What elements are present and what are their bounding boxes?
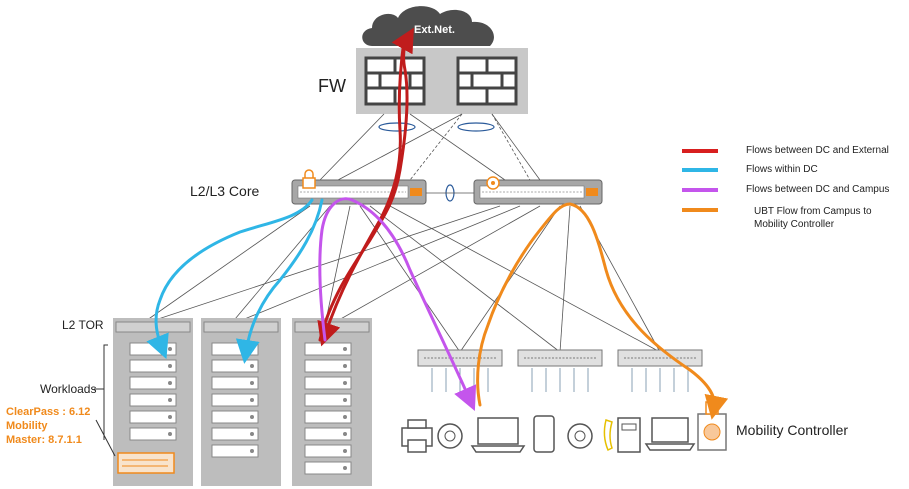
legend-label-3-line-2: Mobility Controller — [754, 219, 835, 230]
rack-3 — [292, 318, 372, 486]
tablet-icon — [533, 415, 555, 453]
core-label: L2/L3 Core — [190, 183, 260, 199]
fw-core-links — [319, 113, 541, 181]
flow-paths — [146, 27, 729, 420]
lock-icon — [486, 176, 500, 190]
access-point-icon — [437, 423, 463, 449]
mobility-controller-icon — [697, 401, 727, 451]
lock-icon — [302, 169, 316, 189]
access-switch-1 — [417, 349, 503, 367]
access-point-icon — [567, 423, 593, 449]
legend — [682, 149, 718, 212]
clearpass-line-1: ClearPass : 6.12 — [6, 406, 91, 418]
phone-handset-icon — [603, 419, 613, 452]
fw-label: FW — [318, 76, 346, 96]
tor-label: L2 TOR — [62, 318, 104, 332]
mobility-controller-label: Mobility Controller — [736, 422, 849, 438]
clearpass-info: ClearPass : 6.12 Mobility Master: 8.7.1.… — [6, 405, 90, 447]
laptop-icon — [470, 417, 526, 453]
rack-1 — [113, 318, 193, 486]
legend-label-3-line-1: UBT Flow from Campus to — [754, 206, 872, 217]
workloads-label: Workloads — [40, 382, 97, 396]
clearpass-line-2: Mobility — [6, 420, 48, 432]
firewall-brick-left-icon — [364, 56, 426, 106]
workloads-bracket — [94, 344, 116, 457]
firewall-brick-right-icon — [456, 56, 518, 106]
desk-phone-icon — [617, 417, 641, 453]
firewall — [356, 48, 528, 114]
legend-label-0: Flows between DC and External — [746, 145, 889, 156]
clearpass-server-icon — [117, 452, 175, 474]
access-switch-3 — [617, 349, 703, 367]
rack-2 — [201, 318, 281, 486]
access-switch-2 — [517, 349, 603, 367]
clearpass-line-3: Master: 8.7.1.1 — [6, 434, 82, 446]
printer-icon — [401, 419, 433, 453]
legend-label-1: Flows within DC — [746, 164, 818, 175]
legend-label-2: Flows between DC and Campus — [746, 184, 890, 195]
cloud-label: Ext.Net. — [414, 24, 455, 36]
legend-label-3: UBT Flow from Campus to Mobility Control… — [754, 205, 872, 231]
access-drops — [431, 368, 689, 392]
laptop-icon — [644, 417, 696, 451]
core-switch-right — [473, 179, 603, 205]
